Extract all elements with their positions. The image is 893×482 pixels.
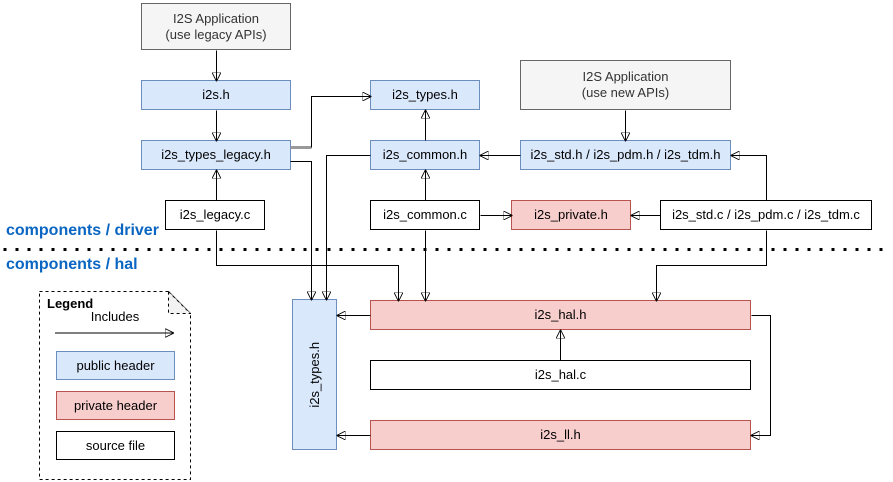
legend-includes-label: Includes xyxy=(90,309,140,324)
app-legacy-line1: I2S Application xyxy=(172,10,259,26)
edge-i2s-legacy-c--i2s-hal-h xyxy=(216,230,399,301)
legend-public-header: public header xyxy=(56,351,175,380)
node-i2s-common-h: i2s_common.h xyxy=(370,140,480,170)
legend-fold-icon xyxy=(168,291,191,314)
node-i2s-std-pdm-tdm-c: i2s_std.c / i2s_pdm.c / i2s_tdm.c xyxy=(660,200,872,230)
legend-title: Legend xyxy=(47,296,94,311)
edge-i2s-std-c--i2s-std-h xyxy=(732,156,767,201)
legend-private-header: private header xyxy=(56,391,175,420)
hal-section-label: components / hal xyxy=(6,256,138,273)
edge-i2s-hal-h--i2s-ll-h xyxy=(752,315,771,436)
node-i2s-private-h: i2s_private.h xyxy=(511,200,631,230)
legend: Legend Includes public header private he… xyxy=(39,291,191,480)
node-i2s-ll-h: i2s_ll.h xyxy=(370,420,751,450)
node-i2s-types-h-hal: i2s_types.h xyxy=(292,299,337,450)
node-i2s-types-h-driver: i2s_types.h xyxy=(370,80,480,110)
edge-i2s-common-h--i2s-types-h-hal xyxy=(327,155,371,300)
node-i2s-std-pdm-tdm-h: i2s_std.h / i2s_pdm.h / i2s_tdm.h xyxy=(520,140,731,170)
app-legacy-line2: (use legacy APIs) xyxy=(165,26,267,42)
node-i2s-hal-c: i2s_hal.c xyxy=(370,360,751,390)
legend-includes-arrow xyxy=(55,327,177,339)
app-new-line2: (use new APIs) xyxy=(581,85,670,100)
i2s-types-h-hal-label: i2s_types.h xyxy=(306,341,322,408)
node-i2s-legacy-c: i2s_legacy.c xyxy=(165,200,265,230)
edge-i2s-types-legacy-h--i2s-types-h-driver xyxy=(311,97,371,148)
node-i2s-types-legacy-h: i2s_types_legacy.h xyxy=(141,140,291,170)
node-i2s-h: i2s.h xyxy=(141,80,291,110)
legend-source-file: source file xyxy=(56,431,175,460)
node-app-legacy: I2S Application (use legacy APIs) xyxy=(141,3,291,50)
node-i2s-hal-h: i2s_hal.h xyxy=(370,300,751,330)
driver-section-label: components / driver xyxy=(6,222,159,239)
edge-i2s-types-legacy-h--i2s-types-h-hal xyxy=(290,161,312,300)
edge-i2s-std-c--i2s-hal-h xyxy=(657,230,767,301)
node-i2s-common-c: i2s_common.c xyxy=(370,200,480,230)
node-app-new: I2S Application (use new APIs) xyxy=(520,60,731,110)
app-new-line1: I2S Application xyxy=(582,69,669,85)
